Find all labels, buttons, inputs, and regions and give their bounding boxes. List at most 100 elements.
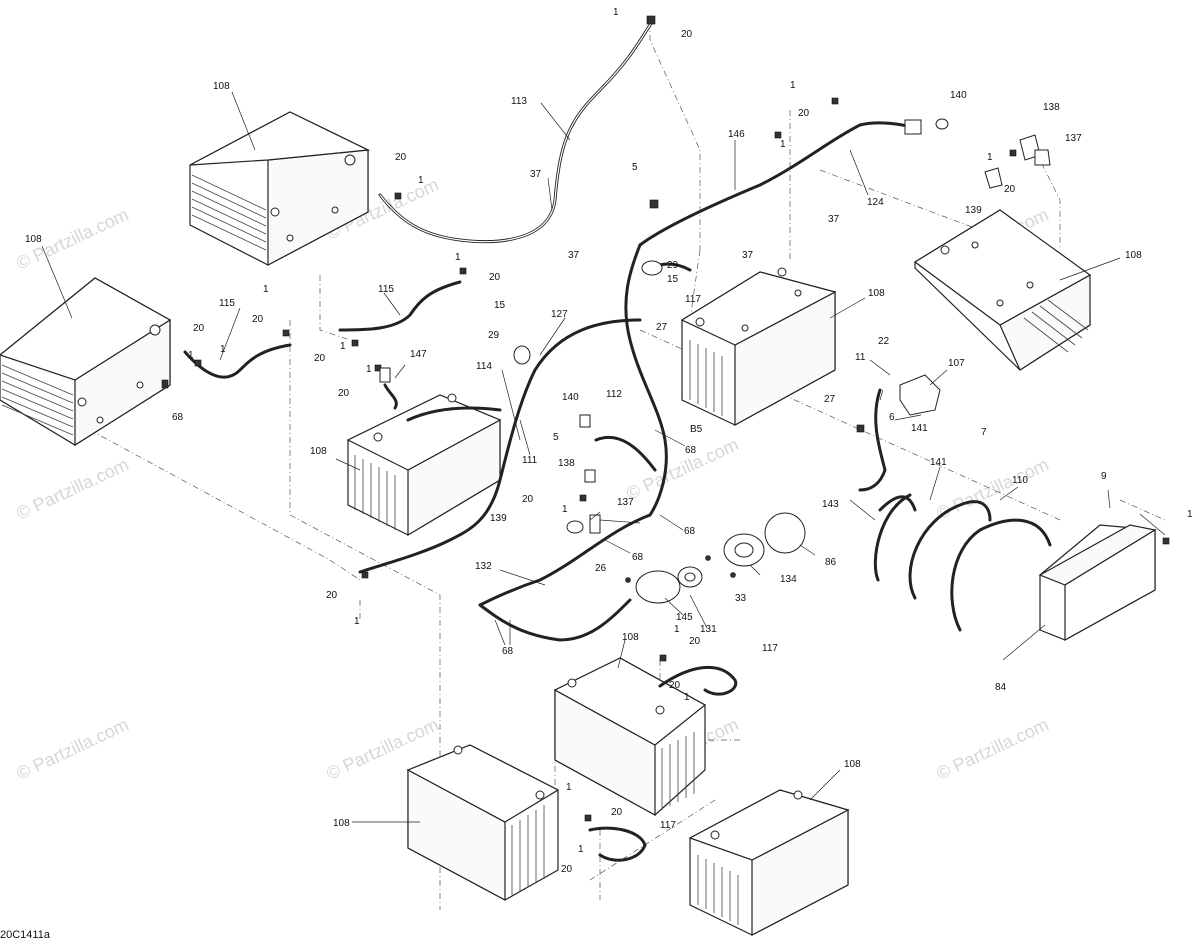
- callout-37: 37: [742, 250, 754, 261]
- callout-5: 5: [632, 162, 638, 173]
- callout-146: 146: [728, 129, 745, 140]
- callout-139: 139: [965, 205, 982, 216]
- callout-68: 68: [685, 445, 697, 456]
- callout-86: 86: [825, 557, 837, 568]
- callout-33: 33: [735, 593, 747, 604]
- callout-20: 20: [689, 636, 701, 647]
- callout-1: 1: [263, 284, 269, 295]
- callout-68: 68: [632, 552, 644, 563]
- callout-1: 1: [562, 504, 568, 515]
- battery-box-84[interactable]: [1038, 524, 1157, 642]
- callout-1: 1: [418, 175, 424, 186]
- battery-bottom-right[interactable]: [688, 789, 850, 936]
- battery-top-left[interactable]: [189, 111, 371, 266]
- callout-20: 20: [681, 29, 693, 40]
- callout-108: 108: [844, 759, 861, 770]
- callout-140: 140: [562, 392, 579, 403]
- callout-20: 20: [611, 807, 623, 818]
- callout-11: 11: [855, 352, 866, 363]
- callout-117: 117: [762, 643, 778, 654]
- watermark-7: © Partzilla.com: [13, 714, 131, 783]
- callout-107: 107: [948, 358, 965, 369]
- callout-20: 20: [314, 353, 326, 364]
- callout-108: 108: [333, 818, 350, 829]
- callout-138: 138: [558, 458, 575, 469]
- callout-15: 15: [667, 274, 679, 285]
- callout-110: 110: [1012, 475, 1028, 486]
- diagram-code: 20C1411a: [0, 929, 51, 941]
- callout-1: 1: [220, 344, 226, 355]
- callout-20: 20: [395, 152, 407, 163]
- callout-1: 1: [340, 341, 346, 352]
- callout-134: 134: [780, 574, 797, 585]
- watermarks: © Partzilla.com © Partzilla.com © Partzi…: [13, 174, 1051, 783]
- cables: [183, 20, 1052, 862]
- callout-1: 1: [780, 139, 786, 150]
- watermark-6: © Partzilla.com: [933, 454, 1051, 523]
- callout-1: 1: [578, 844, 584, 855]
- callout-108: 108: [868, 288, 885, 299]
- callout-1: 1: [987, 152, 993, 163]
- leader-lines: [41, 91, 1166, 823]
- callout-114: 114: [476, 361, 492, 372]
- callout-20: 20: [193, 323, 205, 334]
- callout-137: 137: [1065, 133, 1082, 144]
- watermark-4: © Partzilla.com: [13, 454, 131, 523]
- callout-108: 108: [25, 234, 42, 245]
- callout-113: 113: [511, 96, 527, 107]
- callout-141: 141: [911, 423, 928, 434]
- callout-20: 20: [252, 314, 264, 325]
- callout-138: 138: [1043, 102, 1060, 113]
- battery-center-right[interactable]: [680, 267, 837, 427]
- callout-20: 20: [669, 680, 681, 691]
- callout-15: 15: [494, 300, 506, 311]
- callout-1: 1: [366, 364, 372, 375]
- battery-bottom-center[interactable]: [553, 657, 707, 817]
- callout-20: 20: [326, 590, 338, 601]
- callout-68: 68: [502, 646, 514, 657]
- callout-127: 127: [551, 309, 568, 320]
- callout-29: 29: [667, 260, 679, 271]
- callout-20: 20: [489, 272, 501, 283]
- callout-111: 111: [522, 455, 538, 466]
- callout-143: 143: [822, 499, 839, 510]
- battery-right-top[interactable]: [913, 209, 1092, 371]
- watermark-10: © Partzilla.com: [933, 714, 1051, 783]
- callout-9: 9: [1101, 471, 1107, 482]
- callout-1: 1: [566, 782, 572, 793]
- callout-20: 20: [338, 388, 350, 399]
- callout-1: 1: [790, 80, 796, 91]
- callout-37: 37: [530, 169, 542, 180]
- callout-20: 20: [1004, 184, 1016, 195]
- callout-37: 37: [568, 250, 580, 261]
- callout-145: 145: [676, 612, 693, 623]
- callout-147: 147: [410, 349, 427, 360]
- callout-B5: B5: [690, 424, 703, 435]
- misc-parts: [161, 15, 1170, 822]
- callout-1: 1: [188, 350, 194, 361]
- callout-108: 108: [1125, 250, 1142, 261]
- callout-137: 137: [617, 497, 634, 508]
- callout-6: 6: [889, 412, 895, 423]
- callout-68: 68: [172, 412, 184, 423]
- callout-132: 132: [475, 561, 492, 572]
- callout-115: 115: [378, 284, 394, 295]
- callout-141: 141: [930, 457, 947, 468]
- callout-117: 117: [685, 294, 701, 305]
- callouts: 1 20 108 113 20 1 37 5 146 1 20 1 140 13…: [25, 7, 1193, 875]
- battery-left[interactable]: [0, 277, 172, 447]
- callout-5: 5: [553, 432, 559, 443]
- callout-1: 1: [354, 616, 360, 627]
- callout-124: 124: [867, 197, 884, 208]
- callout-108: 108: [622, 632, 639, 643]
- callout-1: 1: [684, 692, 690, 703]
- callout-37: 37: [828, 214, 840, 225]
- callout-1: 1: [674, 624, 680, 635]
- callout-117: 117: [660, 820, 676, 831]
- callout-68: 68: [684, 526, 696, 537]
- callout-20: 20: [522, 494, 534, 505]
- callout-131: 131: [700, 624, 717, 635]
- battery-bottom-left[interactable]: [406, 744, 560, 902]
- callout-7: 7: [981, 427, 987, 438]
